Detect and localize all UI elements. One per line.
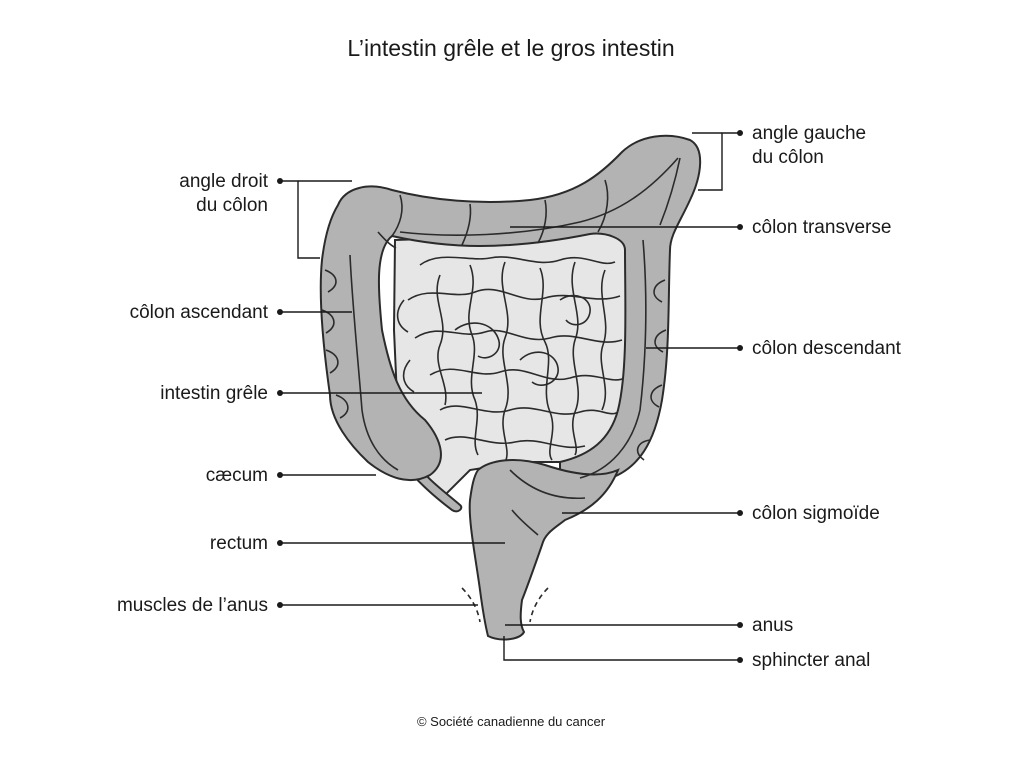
left-labels: angle droit du côlon côlon ascendant int… bbox=[117, 171, 269, 616]
label-caecum: cæcum bbox=[206, 465, 268, 486]
label-intestin-grele: intestin grêle bbox=[160, 383, 268, 404]
label-angle-gauche-line1: angle gauche bbox=[752, 123, 866, 144]
label-angle-droit-line2: du côlon bbox=[196, 195, 268, 216]
label-angle-gauche-line2: du côlon bbox=[752, 147, 824, 168]
copyright-credit: © Société canadienne du cancer bbox=[417, 714, 606, 729]
label-rectum: rectum bbox=[210, 533, 268, 554]
label-colon-ascendant: côlon ascendant bbox=[130, 302, 269, 323]
label-colon-sigmoide: côlon sigmoïde bbox=[752, 503, 880, 524]
label-anus: anus bbox=[752, 615, 793, 636]
label-sphincter-anal: sphincter anal bbox=[752, 650, 870, 671]
large-intestine-illustration bbox=[319, 134, 702, 641]
label-dots bbox=[277, 130, 743, 663]
label-colon-transverse: côlon transverse bbox=[752, 217, 891, 238]
leader-lines bbox=[280, 132, 740, 661]
small-intestine-illustration bbox=[392, 230, 629, 502]
right-labels: angle gauche du côlon côlon transverse c… bbox=[752, 123, 902, 671]
label-angle-droit-line1: angle droit bbox=[179, 171, 268, 192]
label-muscles-anus: muscles de l’anus bbox=[117, 595, 268, 616]
label-colon-descendant: côlon descendant bbox=[752, 338, 902, 359]
diagram-title: L’intestin grêle et le gros intestin bbox=[347, 35, 674, 61]
